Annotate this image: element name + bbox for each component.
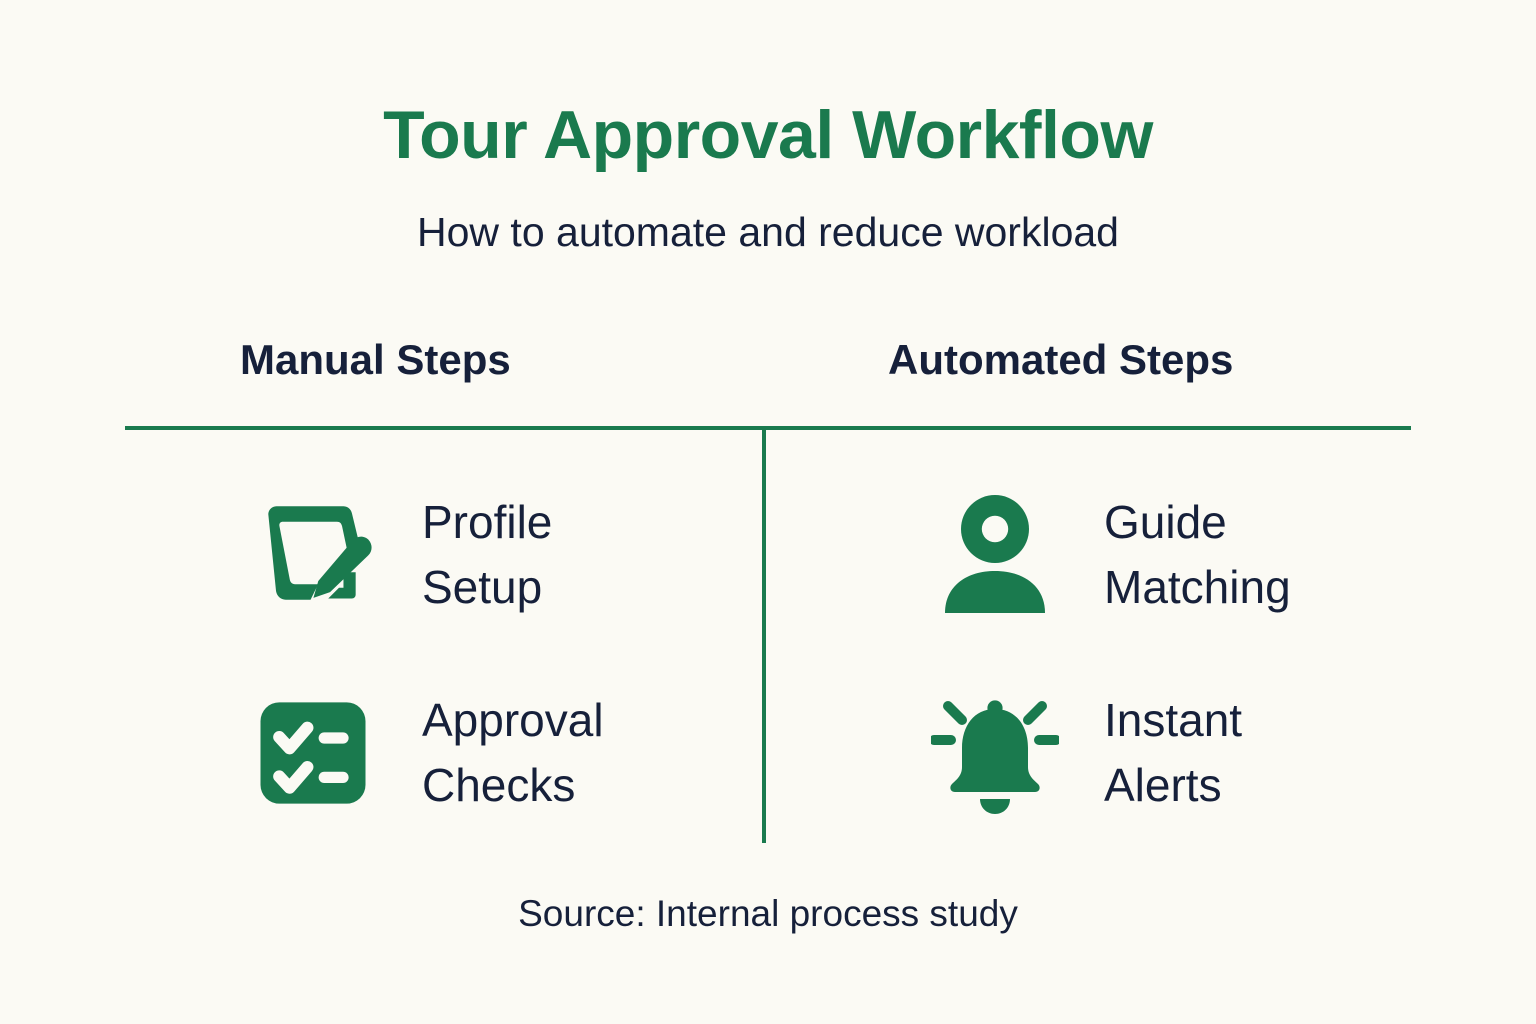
page-title: Tour Approval Workflow (383, 97, 1153, 173)
bell-icon (930, 678, 1060, 828)
vertical-divider (762, 428, 766, 843)
document-edit-icon (248, 480, 378, 630)
column-heading-automated: Automated Steps (888, 336, 1234, 383)
list-item-label: Instant Alerts (1104, 693, 1243, 811)
source-note: Source: Internal process study (518, 893, 1018, 934)
list-item: Instant Alerts (930, 678, 1242, 828)
list-item: Guide Matching (930, 480, 1291, 630)
checklist-icon (248, 678, 378, 828)
list-item: Approval Checks (248, 678, 604, 828)
user-icon (930, 480, 1060, 630)
list-item-label: Guide Matching (1104, 495, 1291, 613)
column-heading-manual: Manual Steps (240, 336, 511, 383)
page-subtitle: How to automate and reduce workload (417, 209, 1119, 255)
list-item-label: Approval Checks (422, 693, 604, 811)
list-item: Profile Setup (248, 480, 552, 630)
list-item-label: Profile Setup (422, 495, 553, 613)
horizontal-divider (125, 426, 1411, 430)
